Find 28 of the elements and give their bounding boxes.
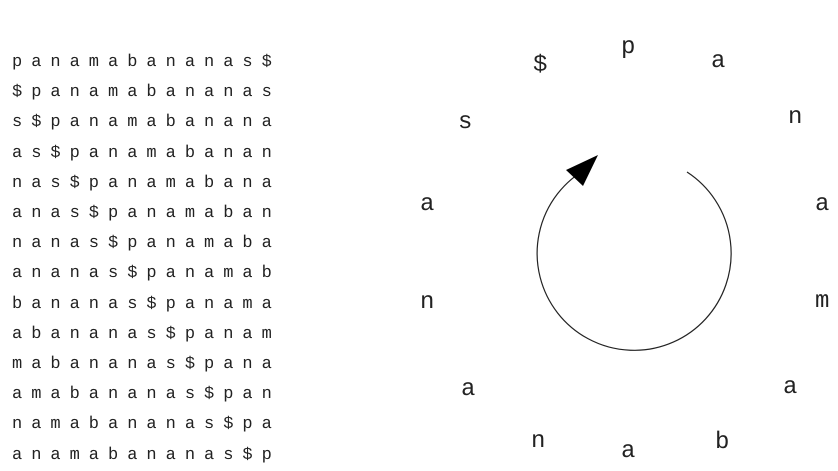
ring-letter: n — [420, 291, 434, 315]
ring-letter: n — [788, 106, 802, 130]
rotation-row: anas$panamaban — [12, 203, 281, 225]
ring-letter: b — [715, 431, 730, 455]
rotation-row: mabananas$pana — [12, 354, 281, 376]
ring-letter: a — [783, 376, 798, 400]
rotation-row: namabananas$pa — [12, 414, 281, 436]
rotation-row: nanas$panamaba — [12, 233, 281, 256]
rotation-row: nas$panamabana — [12, 172, 281, 195]
ring-letter: a — [420, 193, 434, 217]
rotation-row: abananas$panam — [12, 324, 281, 346]
rotation-row: ananas$panamab — [12, 263, 281, 286]
ring-letter: $ — [533, 54, 548, 78]
rotation-row: anamabananas$p — [12, 444, 281, 467]
rotation-row: as$panamabanan — [12, 142, 281, 165]
ring-letter: m — [815, 290, 830, 314]
rotation-row: panamabananas$ — [12, 52, 281, 74]
rotation-row: s$panamabanana — [12, 112, 281, 134]
ring-letter: a — [621, 440, 636, 464]
rotation-row: bananas$panama — [12, 294, 281, 316]
rotation-row: amabananas$pan — [12, 384, 281, 406]
rotation-row: $panamabananas — [12, 82, 281, 104]
ring-letter: p — [621, 36, 636, 60]
ring-letter: s — [458, 111, 472, 135]
ring-letter: a — [461, 378, 476, 402]
ring-letter: a — [711, 50, 726, 74]
ring-letter: a — [815, 193, 830, 217]
ring-letter: n — [531, 430, 546, 454]
